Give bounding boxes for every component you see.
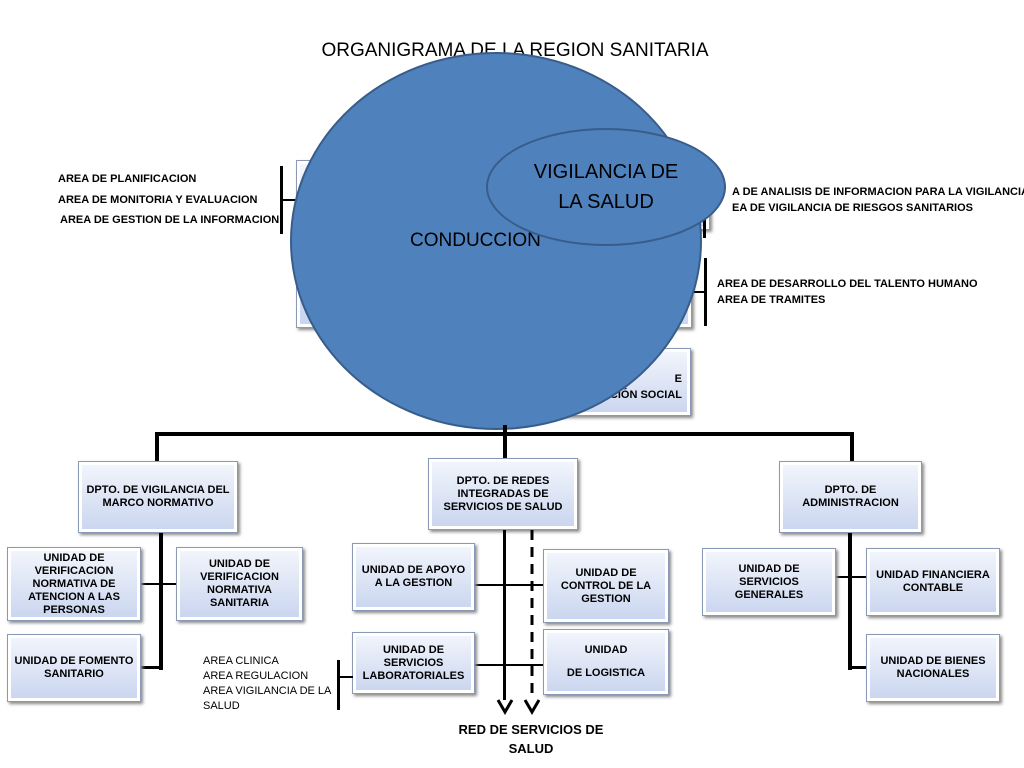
dept-redes-box: DPTO. DE REDES INTEGRADAS DE SERVICIOS D…: [428, 458, 578, 530]
unit-logistica-line1: UNIDAD: [584, 644, 628, 656]
lab-area-vigilancia: AREA VIGILANCIA DE LA SALUD: [203, 685, 331, 712]
right-area-talento: AREA DE DESARROLLO DEL TALENTO HUMANO: [717, 278, 978, 290]
bus-drop-left: [155, 432, 159, 462]
redes-solid-arrowhead: [496, 699, 514, 715]
vigilancia-salud-ellipse: VIGILANCIA DE LA SALUD: [486, 128, 726, 246]
lab-areas-bracket: [337, 660, 340, 710]
vigilancia-branch-right: [161, 583, 177, 585]
admin-branch-right: [850, 576, 866, 578]
unit-logistica-line2: DE LOGISTICA: [566, 667, 646, 679]
left-area-gestion-informacion: AREA DE GESTION DE LA INFORMACION: [60, 214, 280, 226]
vigilancia-branch-left: [141, 583, 161, 585]
comunicacion-line1: E: [674, 373, 682, 385]
unit-fomento-box: UNIDAD DE FOMENTO SANITARIO: [7, 634, 141, 702]
bus-drop-center: [503, 425, 507, 459]
redes-connector-top: [448, 584, 544, 586]
unit-verif-atencion-box: UNIDAD DE VERIFICACION NORMATIVA DE ATEN…: [7, 547, 141, 621]
left-area-planificacion: AREA DE PLANIFICACION: [58, 173, 197, 185]
lab-area-clinica: AREA CLINICA: [203, 655, 279, 667]
right-area-analisis: A DE ANALISIS DE INFORMACION PARA LA VIG…: [732, 186, 1024, 198]
conduccion-label: CONDUCCION: [410, 230, 541, 251]
right-mid-bracket: [704, 258, 707, 326]
unit-verif-sanitaria-box: UNIDAD DE VERIFICACION NORMATIVA SANITAR…: [176, 547, 303, 621]
bus-drop-right: [850, 432, 854, 462]
lab-areas-connector: [337, 676, 353, 678]
unit-financiera-box: UNIDAD FINANCIERA CONTABLE: [866, 548, 1000, 616]
dept-administracion-box: DPTO. DE ADMINISTRACION: [779, 461, 922, 533]
admin-branch-left: [836, 576, 850, 578]
left-areas-connector: [280, 199, 298, 201]
right-mid-connector: [690, 291, 705, 293]
page-title: ORGANIGRAMA DE LA REGION SANITARIA: [321, 40, 709, 61]
admin-branch-bottom: [848, 666, 868, 669]
unit-logistica-box: UNIDAD DE LOGISTICA: [543, 629, 669, 695]
redes-trunk-solid: [503, 530, 506, 700]
redes-arrows: [496, 530, 541, 715]
dept-vigilancia-box: DPTO. DE VIGILANCIA DEL MARCO NORMATIVO: [78, 461, 238, 533]
redes-dashed-arrowhead: [523, 699, 541, 715]
right-area-riesgos: EA DE VIGILANCIA DE RIESGOS SANITARIOS: [732, 202, 974, 214]
unit-apoyo-box: UNIDAD DE APOYO A LA GESTION: [352, 543, 475, 611]
unit-laboratoriales-box: UNIDAD DE SERVICIOS LABORATORIALES: [352, 632, 475, 694]
unit-control-box: UNIDAD DE CONTROL DE LA GESTION: [543, 549, 669, 623]
unit-bienes-box: UNIDAD DE BIENES NACIONALES: [866, 634, 1000, 702]
admin-trunk: [848, 533, 852, 670]
unit-servicios-generales-box: UNIDAD DE SERVICIOS GENERALES: [702, 548, 836, 616]
redes-connector-bottom: [448, 664, 544, 666]
left-area-monitoria: AREA DE MONITORIA Y EVALUACION: [58, 194, 258, 206]
right-area-tramites: AREA DE TRAMITES: [717, 294, 826, 306]
lab-area-regulacion: AREA REGULACION: [203, 670, 309, 682]
vigilancia-trunk: [159, 533, 163, 670]
vigilancia-branch-bottom: [141, 666, 163, 669]
vigilancia-salud-label: VIGILANCIA DE LA SALUD: [533, 161, 679, 213]
red-servicios-label: RED DE SERVICIOS DE SALUD: [458, 722, 604, 756]
